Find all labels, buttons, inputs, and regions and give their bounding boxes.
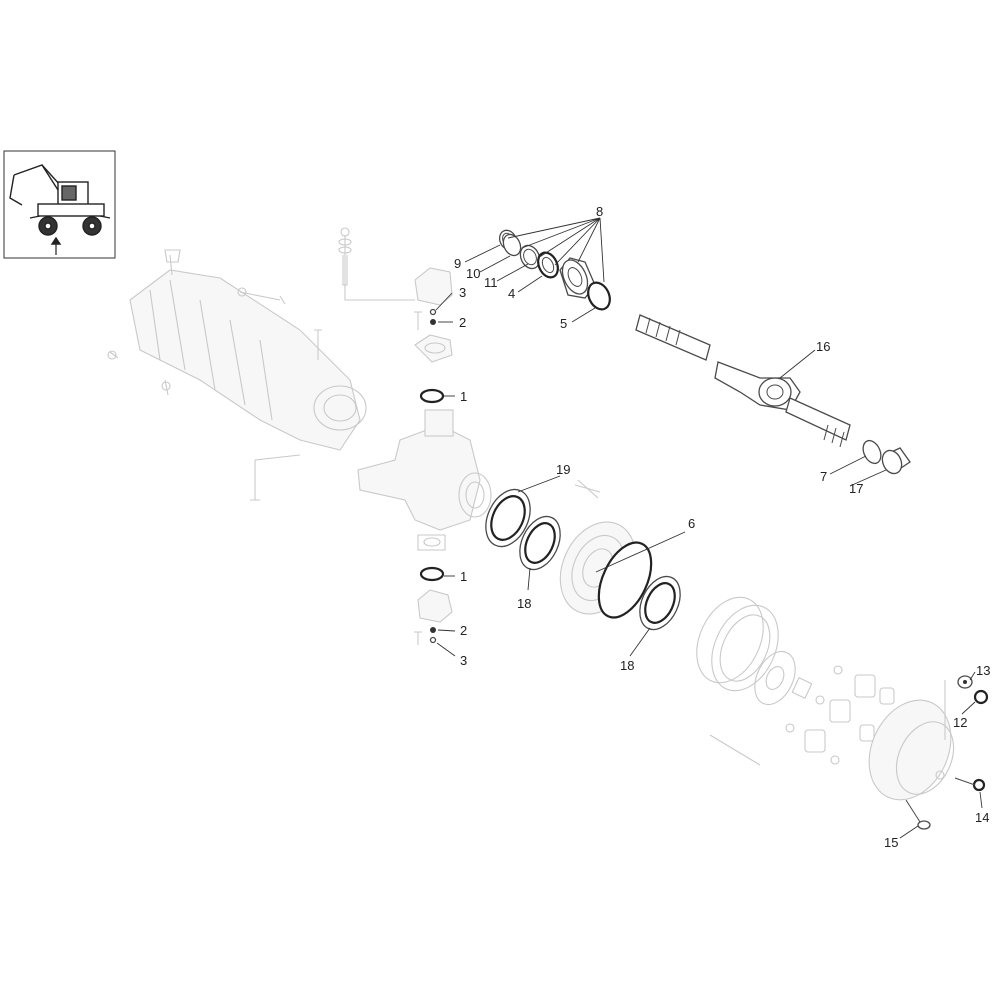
callouts: 8 9 10 11 4 5 3 2 1 16 7 17 19 6 18 1 2 … — [454, 204, 990, 850]
callout-2-upper: 2 — [459, 315, 466, 330]
plug-14 — [954, 777, 986, 792]
seal-ring-10 — [502, 233, 522, 257]
planet-carrier — [709, 650, 895, 766]
axle-housing — [107, 235, 415, 501]
seal-4 — [537, 251, 559, 279]
roller-bearing-upper — [519, 515, 561, 571]
callout-19: 19 — [556, 462, 570, 477]
o-ring-upper — [419, 388, 445, 404]
o-ring-6 — [597, 541, 653, 619]
snap-ring-7 — [862, 439, 882, 465]
o-ring-5 — [587, 281, 611, 311]
callout-6: 6 — [688, 516, 695, 531]
callout-15: 15 — [884, 835, 898, 850]
callout-11: 11 — [484, 275, 498, 290]
callout-10: 10 — [466, 266, 480, 281]
callout-9: 9 — [454, 256, 461, 271]
excavator-icon — [9, 164, 111, 255]
drive-shaft — [635, 314, 851, 448]
grease-nipple-upper — [429, 308, 437, 325]
ring-gear — [696, 596, 779, 692]
grease-nipple-lower — [429, 627, 437, 644]
plug-12 — [973, 689, 989, 705]
callout-18-upper: 18 — [517, 596, 531, 611]
callout-3-upper: 3 — [459, 285, 466, 300]
callout-5: 5 — [560, 316, 567, 331]
roller-bearing-lower — [639, 575, 681, 631]
callout-12: 12 — [953, 715, 967, 730]
bearing-bushing — [559, 257, 596, 299]
spacer-11 — [519, 244, 541, 270]
callout-4: 4 — [508, 286, 515, 301]
callout-7: 7 — [820, 469, 827, 484]
washer-13 — [957, 675, 973, 689]
plug-15 — [905, 799, 931, 830]
callout-1-upper: 1 — [460, 389, 467, 404]
callout-1-lower: 1 — [460, 569, 467, 584]
upper-king-pin-cap — [414, 267, 453, 363]
callout-14: 14 — [975, 810, 989, 825]
callout-17: 17 — [849, 481, 863, 496]
bushing-17 — [881, 447, 911, 475]
thumbnail-frame — [3, 150, 116, 259]
callout-2-lower: 2 — [460, 623, 467, 638]
o-ring-lower — [419, 566, 445, 582]
leader-lines — [435, 217, 983, 839]
callout-18-lower: 18 — [620, 658, 634, 673]
callout-16: 16 — [816, 339, 830, 354]
callout-13: 13 — [976, 663, 990, 678]
callout-8: 8 — [596, 204, 603, 219]
seal-19 — [485, 488, 531, 548]
king-pin-bolt-stack — [338, 227, 352, 286]
planetary-cover — [868, 680, 955, 801]
lower-king-pin-cap — [414, 589, 453, 645]
steering-knuckle — [357, 409, 601, 551]
callout-3-lower: 3 — [460, 653, 467, 668]
